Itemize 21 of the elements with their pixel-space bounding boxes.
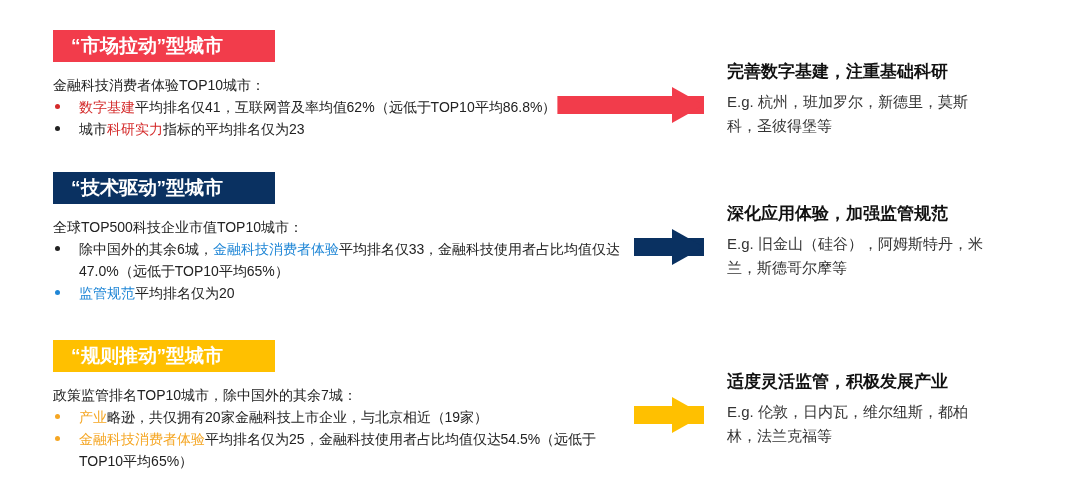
example-text: E.g. 旧金山（硅谷），阿姆斯特丹，米兰，斯德哥尔摩等 [727, 234, 984, 278]
title-band: “规则推动”型城市 [53, 340, 275, 372]
bullet-text: 产业略逊，共仅拥有20家金融科技上市企业，与北京相近（19家） [79, 409, 489, 425]
intro-text: 全球TOP500科技企业市值TOP10城市： [53, 218, 304, 237]
heading: 深化应用体验，加强监管规范 [727, 203, 949, 225]
bullet-text: 数字基建平均排名仅41，互联网普及率均值62%（远低于TOP10平均86.8%） [79, 99, 557, 115]
example-text: E.g. 伦敦，日内瓦，维尔纽斯，都柏林，法兰克福等 [727, 402, 969, 446]
heading: 完善数字基建，注重基础科研 [727, 61, 949, 83]
bullet-text: 城市科研实力指标的平均排名仅为23 [79, 121, 305, 137]
title-band: “技术驱动”型城市 [53, 172, 275, 204]
heading: 适度灵活监管，积极发展产业 [727, 371, 949, 393]
block-arrow [634, 397, 704, 433]
example-text: E.g. 杭州，班加罗尔，新德里，莫斯科，圣彼得堡等 [727, 92, 969, 136]
bullet-text: 除中国外的其余6城，金融科技消费者体验平均排名仅33，金融科技使用者占比均值仅达47.0%（远低于TOP10平均65%） [79, 241, 621, 279]
title-band: “市场拉动”型城市 [53, 30, 275, 62]
intro-text: 金融科技消费者体验TOP10城市： [53, 76, 267, 95]
block-arrow [557, 87, 704, 123]
bullet-text: 监管规范平均排名仅为20 [79, 285, 235, 301]
bullet-text: 金融科技消费者体验平均排名仅为25，金融科技使用者占比均值仅达54.5%（远低于TOP10平均65%） [79, 431, 597, 469]
block-arrow [634, 229, 704, 265]
intro-text: 政策监管排名TOP10城市，除中国外的其余7城： [53, 386, 358, 405]
